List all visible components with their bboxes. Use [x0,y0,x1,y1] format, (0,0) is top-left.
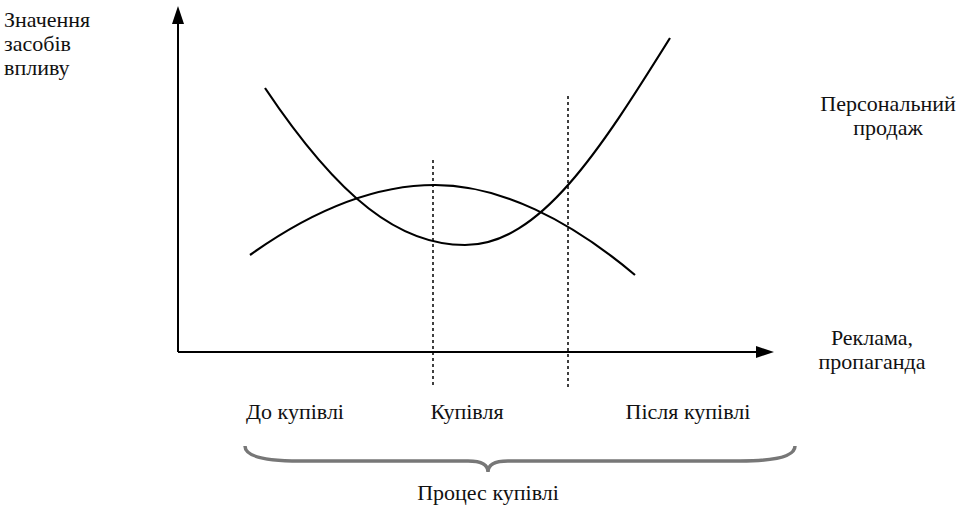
y-axis [177,20,179,352]
stage-label: Після купівлі [626,400,751,424]
y-axis-arrow [172,6,184,24]
advertising-curve [250,185,635,275]
curve-label: Реклама, пропаганда [802,326,942,374]
curve-label: Персональний продаж [813,92,963,140]
brace-label: Процес купівлі [417,481,559,505]
x-axis [178,351,758,353]
stage-label: Купівля [430,400,503,424]
x-axis-arrow [756,346,774,358]
stage-divider [432,160,434,388]
personal-selling-curve [265,38,670,245]
stage-label: До купівлі [246,400,344,424]
stage-divider [567,96,569,388]
axis-title: Значення засобів впливу [4,8,108,79]
process-brace [245,446,795,472]
